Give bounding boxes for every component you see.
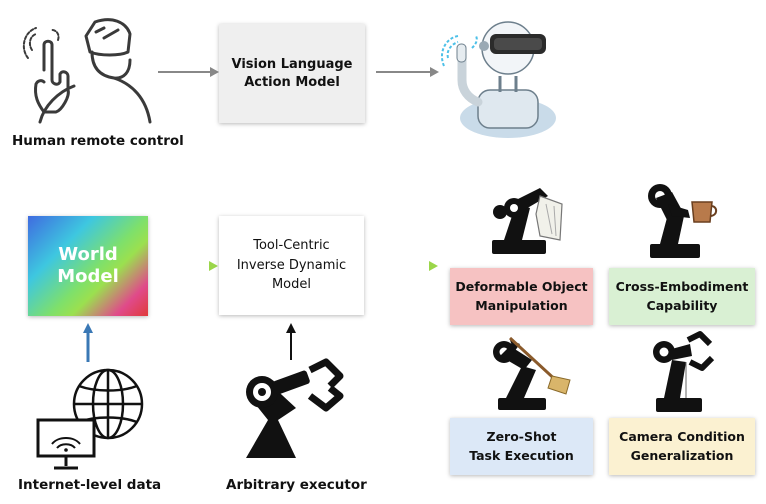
executor-robot-arm-icon <box>246 358 344 458</box>
vision-language-action-model-box: Vision Language Action Model <box>219 24 365 123</box>
world-model-line-1: World <box>58 244 118 266</box>
capability-camera-line-2: Generalization <box>630 447 734 463</box>
robot-arm-cup-icon <box>648 184 718 258</box>
arbitrary-executor-label: Arbitrary executor <box>226 477 367 493</box>
world-model-line-2: Model <box>57 266 119 287</box>
arrow-vla-to-robot <box>376 67 439 77</box>
capability-cross-line-1: Cross-Embodiment <box>615 278 749 294</box>
capability-zero-shot-line-2: Task Execution <box>469 447 574 463</box>
capability-camera-condition-generalization: Camera Condition Generalization <box>609 418 755 475</box>
capability-deformable-line-2: Manipulation <box>475 297 568 313</box>
capability-cross-line-2: Capability <box>646 297 718 313</box>
capability-camera-line-1: Camera Condition <box>619 428 745 444</box>
capability-zero-shot-line-1: Zero-Shot <box>486 428 557 444</box>
robot-arm-cloth-icon <box>492 188 563 254</box>
world-model-box: World Model <box>28 216 148 316</box>
arrow-data-to-world <box>83 323 93 362</box>
arrow-executor-to-tool <box>286 323 296 360</box>
tool-centric-inverse-dynamic-model-box: Tool-Centric Inverse Dynamic Model <box>219 216 364 315</box>
internet-level-data-label: Internet-level data <box>18 477 162 493</box>
robot-vr-icon <box>440 21 556 138</box>
capability-cross-embodiment: Cross-Embodiment Capability <box>609 268 755 325</box>
robot-arm-gripper-icon <box>653 331 715 412</box>
capability-zero-shot-task-execution: Zero-Shot Task Execution <box>450 418 593 475</box>
human-vr-icon <box>22 18 152 124</box>
tool-box-line-3: Model <box>271 277 312 293</box>
arrow-world-to-tool <box>158 261 218 271</box>
vla-line-1: Vision Language <box>231 56 353 72</box>
arrow-human-to-vla <box>158 67 219 77</box>
capability-deformable-line-1: Deformable Object <box>455 278 588 294</box>
tool-box-line-2: Inverse Dynamic <box>236 257 347 273</box>
tool-box-line-1: Tool-Centric <box>253 238 330 254</box>
capability-deformable-object-manipulation: Deformable Object Manipulation <box>450 268 593 325</box>
robot-arm-broom-icon <box>493 336 571 410</box>
vla-line-2: Action Model <box>244 74 340 90</box>
arrow-tool-to-capabilities <box>377 261 438 271</box>
monitor-wifi-icon <box>36 418 96 470</box>
human-remote-control-label: Human remote control <box>12 133 184 149</box>
